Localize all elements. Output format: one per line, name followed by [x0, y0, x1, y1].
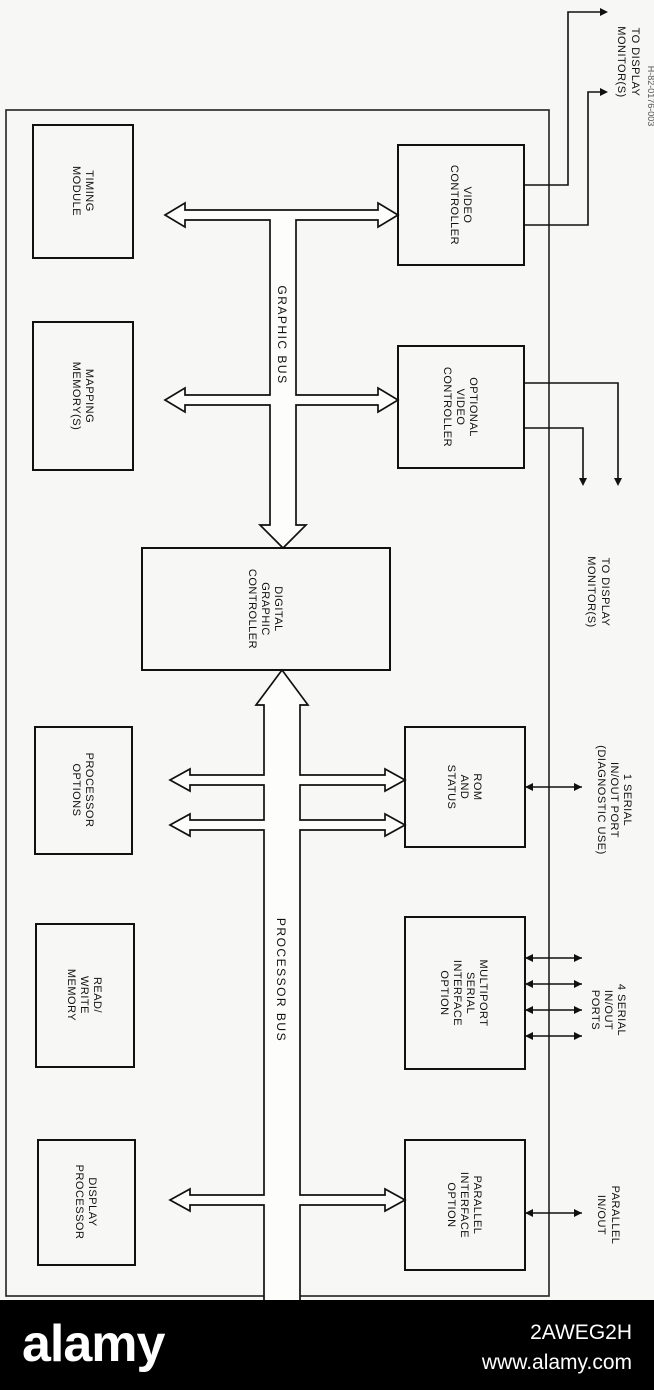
- mapping-memory-block: [32, 321, 134, 471]
- watermark-bar: alamy 2AWEG2H www.alamy.com: [0, 1300, 654, 1390]
- svg-text:INTERFACE: INTERFACE: [458, 1172, 470, 1238]
- svg-text:MAPPING: MAPPING: [83, 369, 95, 423]
- svg-text:OPTION: OPTION: [445, 1182, 457, 1227]
- svg-text:MEMORY(S): MEMORY(S): [70, 362, 82, 430]
- processor-options-label: PROCESSOR OPTIONS: [70, 753, 95, 828]
- svg-text:(DIAGNOSTIC USE): (DIAGNOSTIC USE): [595, 745, 607, 854]
- block-diagram: TIMING MODULE MAPPING MEMORY(S) PROCESSO…: [5, 8, 654, 1300]
- to-display-mid-label: TO DISPLAY MONITOR(S): [585, 556, 611, 627]
- site-url: www.alamy.com: [481, 1351, 632, 1374]
- processor-bus-label: PROCESSOR BUS: [274, 918, 288, 1042]
- arrow-head: [614, 478, 622, 486]
- svg-text:4 SERIAL: 4 SERIAL: [615, 984, 627, 1036]
- video-controller-label: VIDEO CONTROLLER: [448, 165, 473, 245]
- svg-text:SERIAL: SERIAL: [464, 972, 476, 1014]
- graphic-bus-label: GRAPHIC BUS: [275, 285, 289, 384]
- svg-text:MONITOR(S): MONITOR(S): [585, 556, 597, 627]
- rom-and-status-label: ROM AND STATUS: [445, 765, 483, 810]
- video-controller-block: [397, 144, 525, 266]
- svg-text:IN/OUT: IN/OUT: [602, 990, 614, 1030]
- optional-video-controller-label: OPTIONAL VIDEO CONTROLLER: [441, 367, 479, 447]
- svg-text:PARALLEL: PARALLEL: [609, 1186, 621, 1245]
- parallel-interface-option-block: [404, 1139, 526, 1271]
- read-write-memory-label: READ/ WRITE MEMORY: [65, 969, 103, 1021]
- alamy-logo: alamy: [22, 1315, 165, 1373]
- display-processor-label: DISPLAY PROCESSOR: [73, 1165, 98, 1240]
- read-write-memory-block: [35, 923, 135, 1068]
- svg-text:PROCESSOR: PROCESSOR: [73, 1165, 85, 1240]
- svg-text:CONTROLLER: CONTROLLER: [448, 165, 460, 245]
- svg-text:IN/OUT PORT: IN/OUT PORT: [608, 762, 620, 838]
- processor-bus: [168, 668, 407, 1300]
- graphic-bus: [163, 201, 400, 550]
- svg-text:VIDEO: VIDEO: [454, 389, 466, 426]
- processor-options-block: [34, 726, 133, 855]
- svg-text:OPTIONAL: OPTIONAL: [467, 377, 479, 437]
- digital-graphic-controller-label: DIGITAL GRAPHIC CONTROLLER: [246, 569, 284, 649]
- arrow-head: [574, 1209, 582, 1217]
- svg-text:MULTIPORT: MULTIPORT: [477, 959, 489, 1026]
- svg-text:OPTION: OPTION: [438, 970, 450, 1015]
- to-display-top-label: TO DISPLAY MONITOR(S): [615, 26, 641, 97]
- timing-module-block: [32, 124, 134, 259]
- svg-text:PROCESSOR: PROCESSOR: [83, 753, 95, 828]
- svg-text:TO DISPLAY: TO DISPLAY: [599, 558, 611, 627]
- svg-text:DIGITAL: DIGITAL: [272, 586, 284, 631]
- image-id: 2AWEG2H: [530, 1321, 632, 1344]
- mapping-memory-label: MAPPING MEMORY(S): [70, 362, 95, 430]
- video-out-wire-2: [524, 91, 600, 226]
- arrow-head: [579, 478, 587, 486]
- serial-diag-port-label: 1 SERIAL IN/OUT PORT (DIAGNOSTIC USE): [595, 745, 633, 854]
- svg-text:GRAPHIC: GRAPHIC: [259, 582, 271, 636]
- multiport-serial-interface-block: [404, 916, 526, 1070]
- arrow-head: [574, 783, 582, 791]
- arrow-head: [525, 783, 533, 791]
- parallel-io-label: PARALLEL IN/OUT: [595, 1186, 621, 1245]
- arrow-head: [600, 8, 608, 16]
- svg-text:OPTIONS: OPTIONS: [70, 763, 82, 816]
- digital-graphic-controller-block: [141, 547, 391, 671]
- watermark-info: 2AWEG2H www.alamy.com: [482, 1318, 632, 1378]
- figure-reference: H-82-0176-003: [646, 66, 654, 127]
- parallel-interface-option-label: PARALLEL INTERFACE OPTION: [445, 1172, 483, 1238]
- svg-text:1 SERIAL: 1 SERIAL: [621, 774, 633, 826]
- optional-video-out-wire-2: [524, 427, 584, 478]
- optional-video-controller-block: [397, 345, 525, 469]
- svg-text:AND: AND: [458, 775, 470, 800]
- svg-text:IN/OUT: IN/OUT: [595, 1195, 607, 1235]
- svg-text:MEMORY: MEMORY: [65, 969, 77, 1021]
- arrow-head: [600, 88, 608, 96]
- svg-text:MONITOR(S): MONITOR(S): [615, 26, 627, 97]
- svg-text:PARALLEL: PARALLEL: [471, 1176, 483, 1235]
- svg-text:ROM: ROM: [471, 773, 483, 800]
- svg-text:INTERFACE: INTERFACE: [451, 960, 463, 1026]
- svg-text:WRITE: WRITE: [78, 976, 90, 1014]
- svg-text:CONTROLLER: CONTROLLER: [441, 367, 453, 447]
- svg-text:PORTS: PORTS: [589, 990, 601, 1030]
- svg-text:MODULE: MODULE: [70, 166, 82, 216]
- optional-video-out-wire-1: [524, 382, 619, 478]
- svg-text:READ/: READ/: [91, 977, 103, 1014]
- display-processor-block: [37, 1139, 136, 1266]
- svg-text:TIMING: TIMING: [83, 170, 95, 212]
- serial-port-arrows: [525, 954, 582, 1040]
- svg-text:STATUS: STATUS: [445, 765, 457, 810]
- svg-text:TO DISPLAY: TO DISPLAY: [629, 28, 641, 97]
- multiport-serial-interface-label: MULTIPORT SERIAL INTERFACE OPTION: [438, 959, 489, 1026]
- svg-text:VIDEO: VIDEO: [461, 187, 473, 224]
- serial-ports-label: 4 SERIAL IN/OUT PORTS: [589, 984, 627, 1036]
- svg-text:DISPLAY: DISPLAY: [86, 1177, 98, 1226]
- video-out-wire-1: [524, 11, 600, 186]
- timing-module-label: TIMING MODULE: [70, 166, 95, 216]
- svg-text:CONTROLLER: CONTROLLER: [246, 569, 258, 649]
- arrow-head: [525, 1209, 533, 1217]
